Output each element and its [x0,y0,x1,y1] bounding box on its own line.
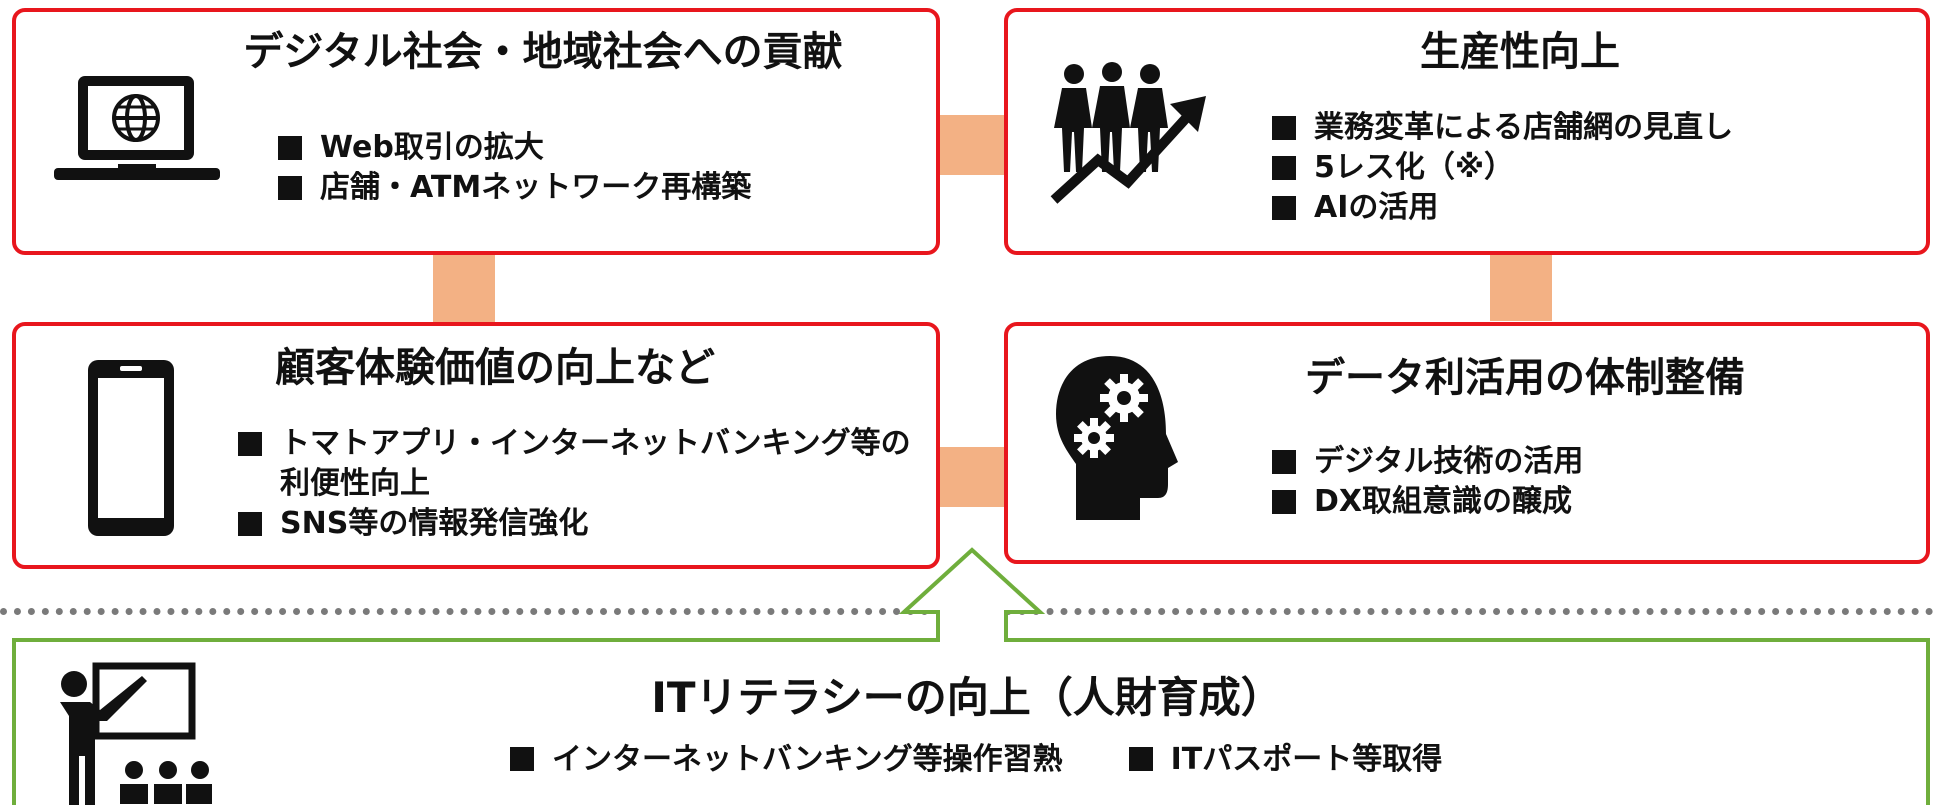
box-title-data-utilization: データ利活用の体制整備 [1305,355,1745,401]
list-item: 業務変革による店舗網の見直し [1272,108,1733,148]
people-growth-icon [1050,60,1208,210]
bullet-list-customer-experience: トマトアプリ・インターネットバンキング等の 利便性向上 SNS等の情報発信強化 [238,424,911,544]
list-item: 5レス化（※） [1272,148,1733,188]
connector-left-vertical [433,253,495,325]
list-item: SNS等の情報発信強化 [238,504,911,544]
connector-right-vertical [1490,253,1552,321]
head-gears-icon [1054,352,1182,526]
connector-bottom-horizontal [938,447,1008,507]
bullet-list-productivity: 業務変革による店舗網の見直し 5レス化（※） AIの活用 [1272,108,1733,228]
connector-top-horizontal [938,115,1008,175]
list-item: AIの活用 [1272,188,1733,228]
teacher-presentation-icon [52,662,212,805]
smartphone-icon [86,358,178,542]
bullet-list-data-utilization: デジタル技術の活用 DX取組意識の醸成 [1272,442,1583,522]
box-title-digital-society: デジタル社会・地域社会への貢献 [243,29,843,75]
foundation-bullet-list: インターネットバンキング等操作習熟 ITパスポート等取得 [510,740,1508,780]
list-item-continuation: 利便性向上 [280,466,430,501]
list-item: トマトアプリ・インターネットバンキング等の [238,424,911,464]
list-item: DX取組意識の醸成 [1272,482,1583,522]
list-item: ITパスポート等取得 [1129,742,1443,777]
box-title-productivity: 生産性向上 [1420,29,1620,75]
dotted-separator [0,608,1934,615]
bullet-list-digital-society: Web取引の拡大 店舗・ATMネットワーク再構築 [278,128,751,208]
list-item: 店舗・ATMネットワーク再構築 [278,168,751,208]
laptop-globe-icon [54,72,220,194]
box-title-customer-experience: 顧客体験価値の向上など [275,345,715,391]
foundation-box [12,638,1930,805]
list-item: Web取引の拡大 [278,128,751,168]
list-item: インターネットバンキング等操作習熟 [510,742,1063,777]
list-item: デジタル技術の活用 [1272,442,1583,482]
foundation-title: ITリテラシーの向上（人財育成） [651,673,1283,722]
